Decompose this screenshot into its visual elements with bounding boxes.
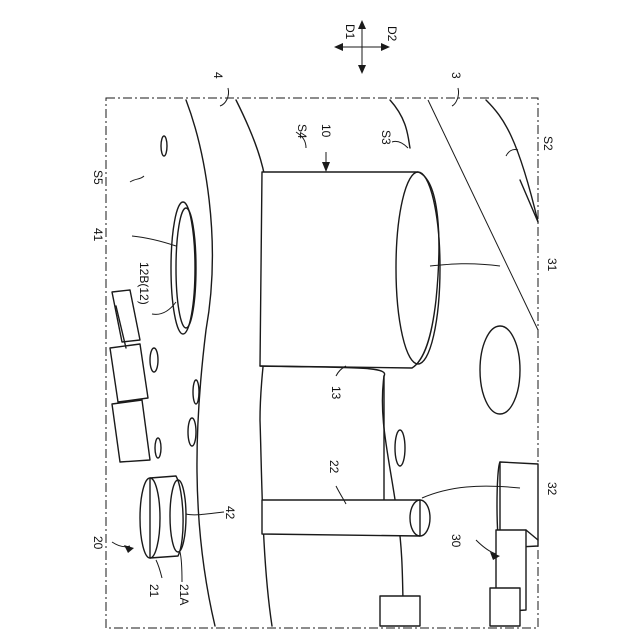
label-42: 42 (223, 506, 237, 520)
label-31: 31 (545, 258, 559, 272)
label-22: 22 (327, 460, 341, 474)
disc-21 (140, 476, 186, 558)
small-hole-mid2 (193, 380, 199, 404)
direction-label-d2: D2 (385, 26, 399, 42)
label-12b: 12B(12) (137, 262, 151, 305)
direction-label-d1: D1 (343, 24, 357, 40)
hole-41 (171, 202, 196, 334)
label-s5: S5 (91, 170, 105, 185)
pin-22 (262, 500, 430, 536)
hole-32 (480, 326, 520, 414)
small-hole-low (155, 438, 161, 458)
plate-edge (186, 100, 215, 626)
body-13 (260, 366, 404, 626)
small-hole-42 (188, 418, 196, 446)
label-4: 4 (211, 72, 225, 79)
label-13: 13 (329, 386, 343, 400)
hole-body-13 (395, 430, 405, 466)
label-s4: S4 (295, 124, 309, 139)
cylinder-31 (260, 172, 440, 368)
plate-3-line (428, 100, 538, 330)
label-10: 10 (319, 124, 333, 138)
direction-arrows (334, 20, 390, 74)
label-s2: S2 (541, 136, 555, 151)
small-hole-mid (150, 348, 158, 372)
label-32: 32 (545, 482, 559, 496)
label-21: 21 (147, 584, 161, 598)
label-s3: S3 (379, 130, 393, 145)
pad-array (110, 290, 150, 462)
label-20: 20 (91, 536, 105, 550)
label-30: 30 (449, 534, 463, 548)
label-3: 3 (449, 72, 463, 79)
label-41: 41 (91, 228, 105, 242)
label-21a: 21A (177, 584, 191, 605)
small-hole-top (161, 136, 167, 156)
